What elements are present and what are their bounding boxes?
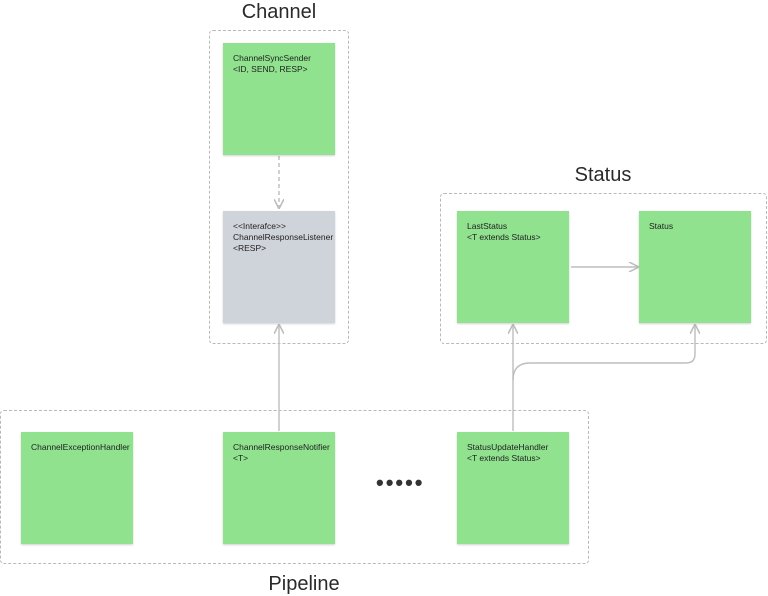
node-label-line: <RESP>: [233, 243, 267, 253]
node-label-line: ChannelSyncSender: [233, 53, 311, 63]
status-update-handler-node[interactable]: StatusUpdateHandler <T extends Status>: [457, 432, 569, 544]
node-label-line: <<Interafce>>: [233, 221, 286, 231]
node-label-line: ChannelResponseListener: [233, 232, 334, 242]
pipeline-group-title: Pipeline: [268, 573, 340, 595]
channel-response-notifier-node[interactable]: ChannelResponseNotifier <T>: [223, 432, 335, 544]
node-label-line: ChannelResponseNotifier: [233, 442, 330, 452]
channel-group-title: Channel: [241, 1, 317, 23]
node-label-line: <T extends Status>: [467, 453, 541, 463]
status-node[interactable]: Status: [639, 211, 751, 323]
last-status-node[interactable]: LastStatus <T extends Status>: [457, 211, 569, 323]
channel-exception-handler-node[interactable]: ChannelExceptionHandler: [21, 432, 133, 544]
node-label-line: <T>: [233, 453, 249, 463]
node-label-line: <ID, SEND, RESP>: [233, 64, 308, 74]
status-group-title: Status: [574, 164, 632, 186]
status-group: [440, 193, 767, 344]
pipeline-group: [0, 410, 589, 564]
node-label-line: Status: [649, 221, 674, 231]
more-handlers-ellipsis: •••••: [376, 470, 425, 495]
node-label-line: LastStatus: [467, 221, 508, 231]
node-label-line: ChannelExceptionHandler: [31, 442, 130, 452]
node-label-line: StatusUpdateHandler: [467, 442, 549, 452]
channel-response-listener-node[interactable]: <<Interafce>> ChannelResponseListener <R…: [223, 211, 335, 323]
node-label-line: <T extends Status>: [467, 232, 541, 242]
edge-handler-to-status: [512, 326, 695, 381]
channel-sync-sender-node[interactable]: ChannelSyncSender <ID, SEND, RESP>: [223, 43, 335, 155]
